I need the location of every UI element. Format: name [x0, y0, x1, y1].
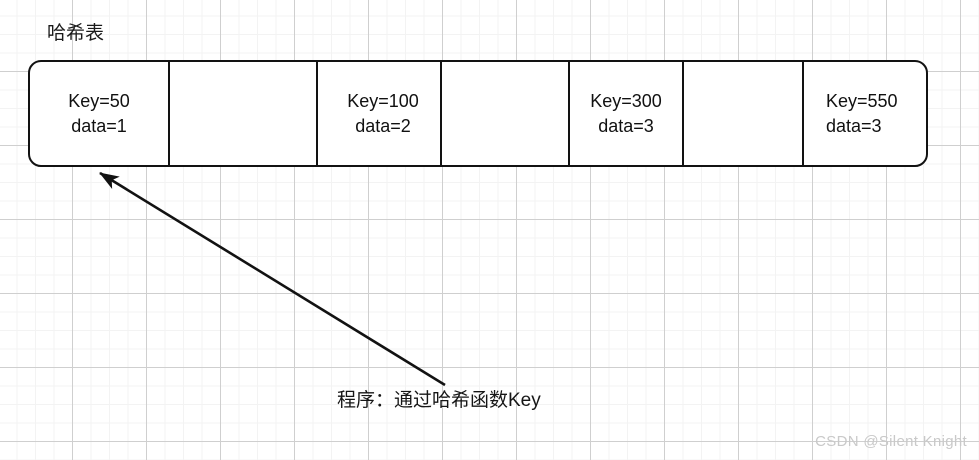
- cell-key-label: Key=300: [590, 90, 662, 111]
- watermark: CSDN @Silent Knight: [815, 433, 967, 450]
- hash-table-cell-3[interactable]: [442, 62, 570, 165]
- hash-table-cell-0[interactable]: Key=50 data=1: [30, 62, 170, 165]
- arrow-caption: 程序：通过哈希函数Key: [337, 390, 541, 411]
- cell-data-label: data=3: [826, 115, 882, 136]
- hash-table-cell-5[interactable]: [684, 62, 804, 165]
- page-title: 哈希表: [47, 23, 105, 44]
- cell-key-label: Key=100: [347, 90, 419, 111]
- hash-table-cell-1[interactable]: [170, 62, 318, 165]
- cell-data-label: data=2: [355, 115, 411, 136]
- hash-table-cell-2[interactable]: Key=100 data=2: [318, 62, 442, 165]
- hash-table-cell-6[interactable]: Key=550 data=3: [804, 62, 926, 165]
- cell-data-label: data=1: [71, 115, 127, 136]
- hash-table: Key=50 data=1 Key=100 data=2 Key=300 dat…: [28, 60, 928, 167]
- cell-key-label: Key=550: [826, 90, 898, 111]
- cell-key-label: Key=50: [68, 90, 130, 111]
- hash-table-cell-4[interactable]: Key=300 data=3: [570, 62, 684, 165]
- cell-data-label: data=3: [598, 115, 654, 136]
